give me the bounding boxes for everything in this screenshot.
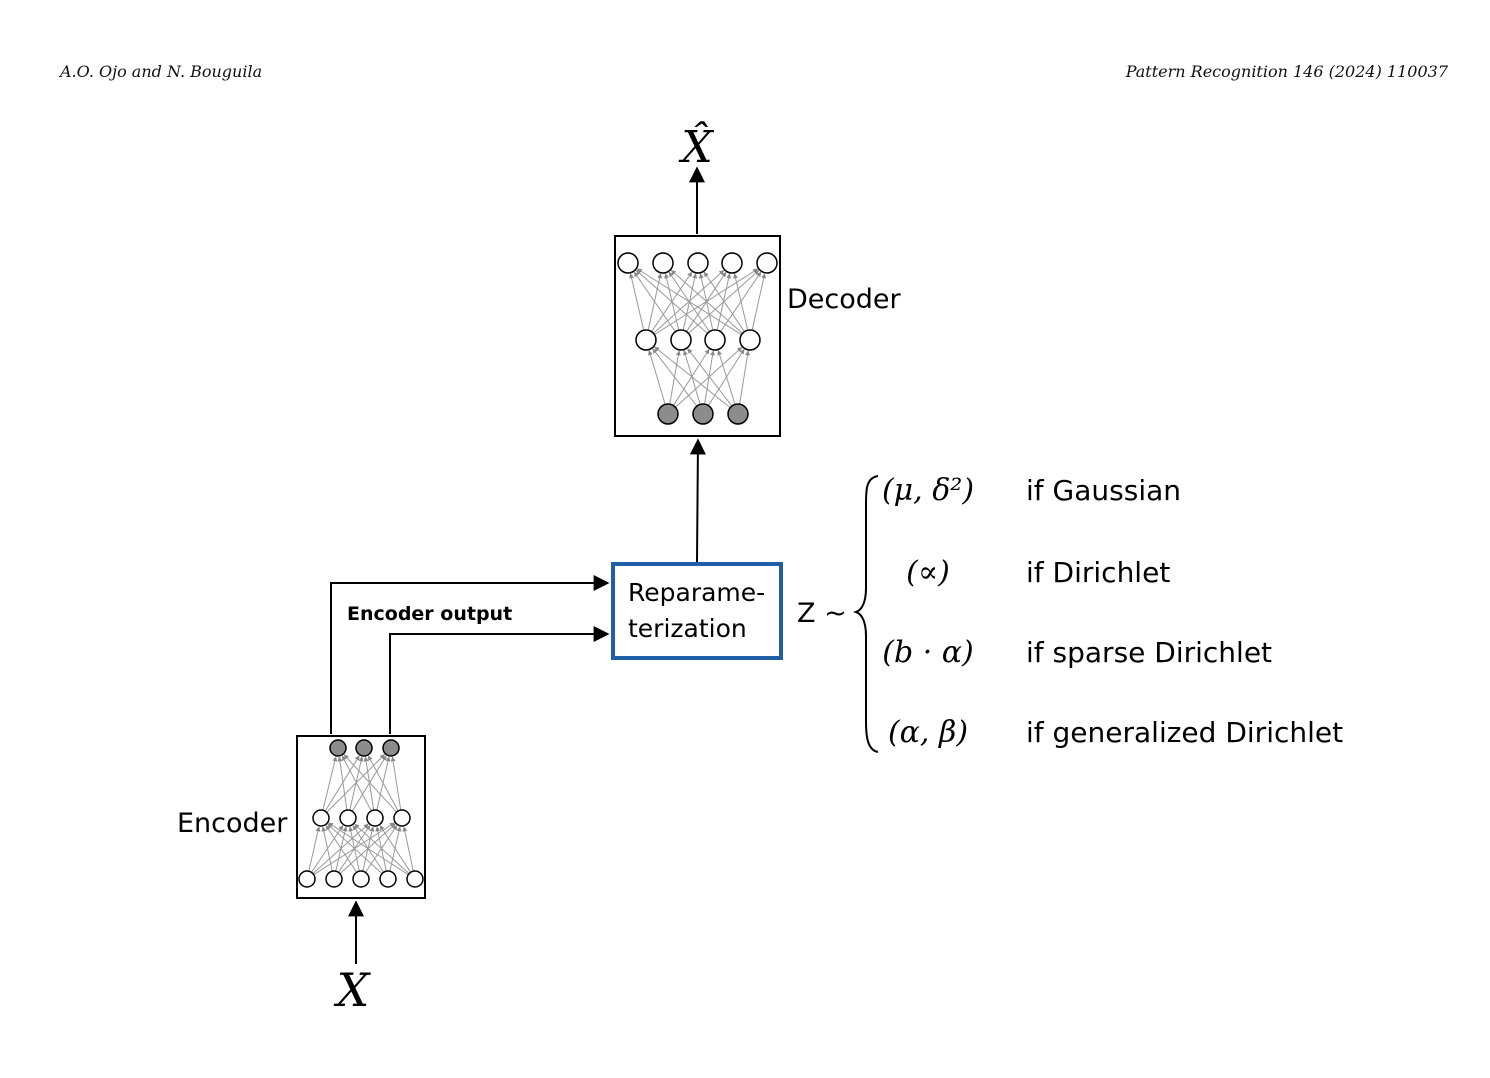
- decoder-node: [635, 329, 657, 351]
- encoder-node: [352, 870, 370, 888]
- decoder-node: [692, 403, 714, 425]
- encoder-edge: [402, 826, 414, 872]
- encoder-node: [366, 809, 384, 827]
- decoder-node: [657, 403, 679, 425]
- reparameterization-label-line1: Reparame-: [628, 578, 765, 607]
- decoder-node: [756, 252, 778, 274]
- decoder-nodes: [617, 252, 778, 425]
- decoder-edge: [739, 350, 750, 405]
- decoder-edge: [672, 348, 710, 406]
- decoder-label: Decoder: [787, 284, 902, 315]
- encoder-output-arrow-1: [330, 575, 610, 734]
- encoder-edge: [354, 823, 410, 874]
- decoder-edge: [703, 271, 745, 332]
- z-label: Z ~: [797, 598, 847, 629]
- decoder-node: [721, 252, 743, 274]
- encoder-edge: [322, 756, 338, 811]
- encoder-edge: [341, 755, 372, 812]
- cases-brace: [852, 475, 879, 753]
- decoder-node: [739, 329, 761, 351]
- decoder-edge: [648, 350, 666, 405]
- encoder-edges: [308, 754, 414, 876]
- case-condition: if sparse Dirichlet: [1026, 636, 1272, 669]
- decoder-edge: [670, 269, 743, 334]
- encoder-edge: [321, 826, 333, 872]
- encoder-node: [393, 809, 411, 827]
- reparam-to-decoder-arrow: [689, 438, 706, 563]
- decoder-node: [652, 252, 674, 274]
- decoder-node: [727, 403, 749, 425]
- header-authors: A.O. Ojo and N. Bouguila: [60, 62, 263, 81]
- encoder-node: [298, 870, 316, 888]
- decoder-edge: [629, 273, 645, 331]
- decoder-node: [670, 329, 692, 351]
- decoder-edges: [629, 268, 767, 409]
- encoder-edge: [349, 756, 364, 811]
- encoder-node: [325, 870, 343, 888]
- encoder-node: [379, 870, 397, 888]
- encoder-edge: [308, 826, 321, 872]
- case-condition: if generalized Dirichlet: [1026, 716, 1343, 749]
- encoder-edge: [363, 756, 375, 811]
- encoder-node: [312, 809, 330, 827]
- decoder-edge: [733, 273, 749, 331]
- encoder-label: Encoder: [177, 808, 288, 839]
- encoder-edge: [328, 822, 409, 876]
- decoder-edge: [704, 350, 715, 405]
- encoder-output-arrow-2: [389, 626, 610, 734]
- encoder-node: [339, 809, 357, 827]
- reparameterization-box: [611, 562, 783, 660]
- encoder-output-label: Encoder output: [347, 603, 512, 625]
- encoder-edge: [390, 756, 402, 811]
- cases-group: (μ, δ²) if Gaussian (∝) if Dirichlet (b · α)…: [882, 473, 1343, 750]
- decoder-edge: [635, 269, 708, 334]
- decoder-edge: [751, 273, 767, 331]
- encoder-edge: [327, 823, 383, 874]
- case-param: (b · α): [882, 635, 973, 670]
- encoder-node: [329, 739, 347, 757]
- decoder-edge: [636, 268, 742, 336]
- reparameterization-label-line2: terization: [628, 614, 747, 643]
- decoder-edge: [687, 348, 733, 407]
- decoder-edge: [717, 350, 736, 405]
- decoder-node: [617, 252, 639, 274]
- encoder-edge: [367, 755, 399, 812]
- encoder-edge: [379, 825, 412, 873]
- encoder-node: [355, 739, 373, 757]
- decoder-node: [704, 329, 726, 351]
- case-param: (μ, δ²): [882, 473, 974, 508]
- input-symbol: X: [334, 963, 372, 1017]
- output-symbol: X̂: [678, 120, 714, 173]
- encoder-edge: [325, 825, 358, 873]
- header-journal: Pattern Recognition 146 (2024) 110037: [1125, 62, 1448, 81]
- decoder-edge: [654, 346, 731, 409]
- case-param: (∝): [906, 555, 950, 590]
- encoder-edge: [337, 756, 348, 811]
- decoder-edge: [652, 348, 698, 407]
- encoder-nodes: [298, 739, 424, 888]
- case-param: (α, β): [888, 715, 968, 750]
- decoder-edge: [633, 271, 676, 333]
- encoder-node: [406, 870, 424, 888]
- case-condition: if Dirichlet: [1026, 556, 1170, 589]
- case-condition: if Gaussian: [1026, 474, 1181, 507]
- decoder-node: [687, 252, 709, 274]
- encoder-node: [382, 739, 400, 757]
- encoder-edge: [343, 754, 397, 813]
